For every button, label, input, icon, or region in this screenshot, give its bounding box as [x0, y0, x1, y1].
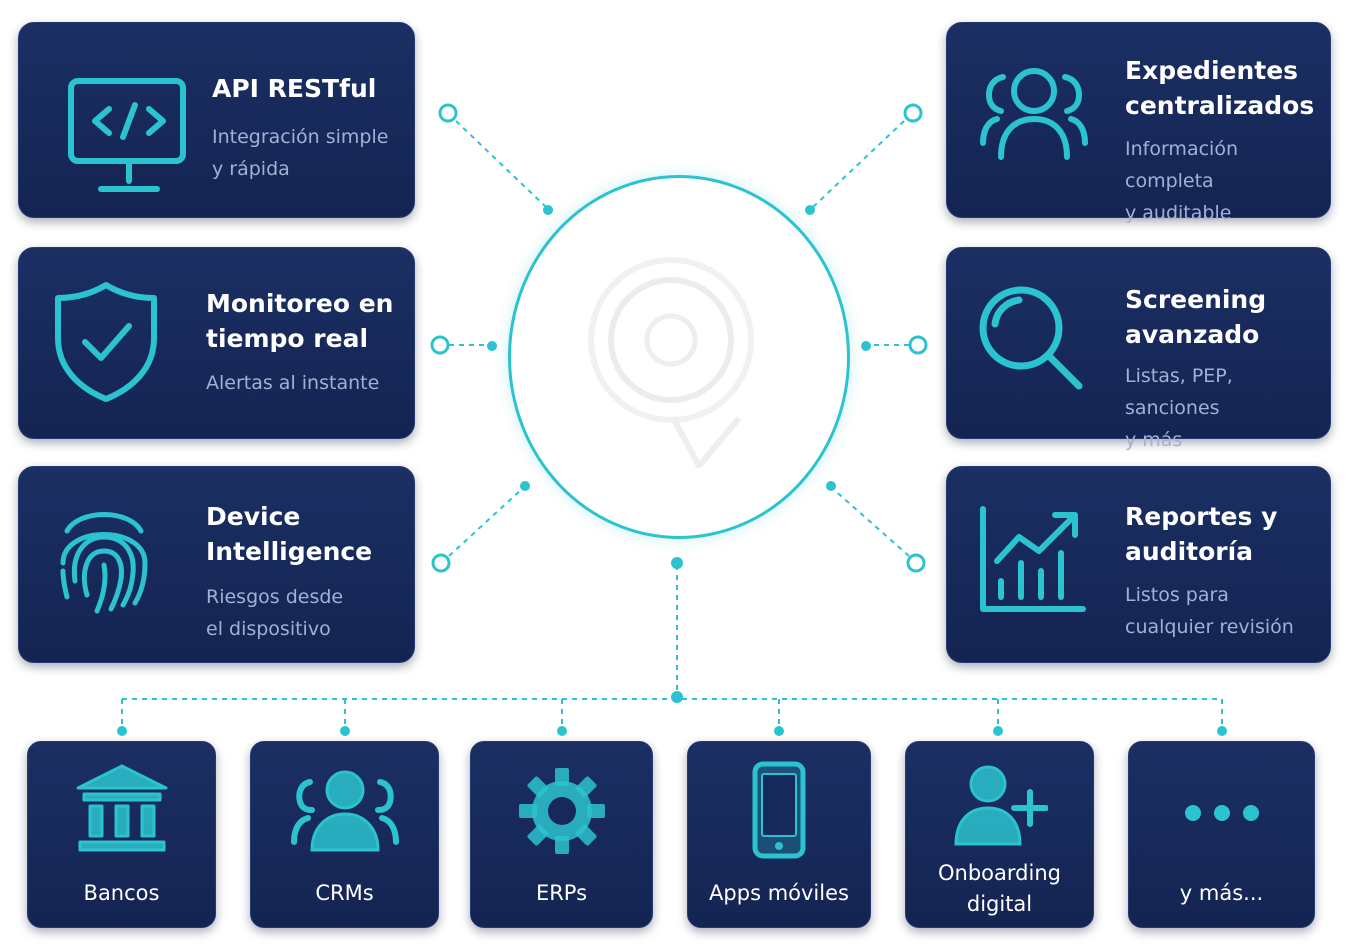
feature-card-device: Device Intelligence Riesgos desde el dis… — [18, 466, 415, 663]
feature-description: Alertas al instante — [206, 372, 380, 394]
integration-label: Apps móviles — [709, 881, 849, 905]
people-icon — [290, 768, 400, 854]
users-group-icon — [979, 65, 1089, 161]
feature-title: Reportes y auditoría — [1125, 502, 1278, 566]
more-dots-icon — [1184, 802, 1260, 824]
bar-chart-icon — [977, 505, 1087, 615]
integration-card-erps: ERPs — [470, 741, 653, 928]
integration-label: CRMs — [315, 881, 374, 905]
q-logo-icon — [581, 248, 781, 469]
integration-label: Bancos — [83, 881, 160, 905]
code-monitor-icon — [65, 75, 193, 200]
shield-check-icon — [53, 280, 159, 404]
feature-card-screening: Screening avanzado Listas, PEP, sancione… — [946, 247, 1331, 451]
integration-label: ERPs — [535, 881, 588, 905]
feature-card-api: API RESTful Integración simple y rápida — [18, 22, 415, 218]
feature-description: Riesgos desde el dispositivo — [206, 586, 344, 640]
feature-description: Información completa y auditable — [1125, 138, 1238, 224]
feature-card-reports: Reportes y auditoría Listos para cualqui… — [946, 466, 1331, 663]
feature-card-records: Expedientes centralizados Información co… — [946, 22, 1331, 224]
integration-card-more: y más... — [1128, 741, 1315, 928]
integration-card-banks: Bancos — [27, 741, 216, 928]
user-add-icon — [952, 764, 1048, 846]
integration-label: Onboarding digital — [938, 861, 1061, 916]
integration-card-onboarding: Onboarding digital — [905, 741, 1094, 928]
feature-description: Listas, PEP, sanciones y más — [1125, 365, 1233, 451]
integration-label: y más... — [1179, 881, 1264, 905]
integration-card-mobile-apps: Apps móviles — [687, 741, 871, 928]
feature-title: Expedientes centralizados — [1125, 56, 1315, 120]
bank-icon — [74, 762, 170, 854]
feature-description: Integración simple y rápida — [212, 126, 389, 180]
gear-icon — [517, 766, 607, 856]
feature-card-monitoring: Monitoreo en tiempo real Alertas al inst… — [18, 247, 415, 439]
feature-title: Device Intelligence — [206, 502, 373, 566]
feature-title: Monitoreo en tiempo real — [206, 289, 394, 353]
feature-title: Screening avanzado — [1125, 285, 1267, 349]
central-hub — [508, 175, 850, 539]
feature-description: Listos para cualquier revisión — [1125, 584, 1294, 638]
feature-title: API RESTful — [212, 74, 377, 103]
magnifier-icon — [977, 284, 1087, 394]
integration-card-crms: CRMs — [250, 741, 439, 928]
fingerprint-icon — [57, 501, 151, 615]
smartphone-icon — [751, 760, 807, 860]
